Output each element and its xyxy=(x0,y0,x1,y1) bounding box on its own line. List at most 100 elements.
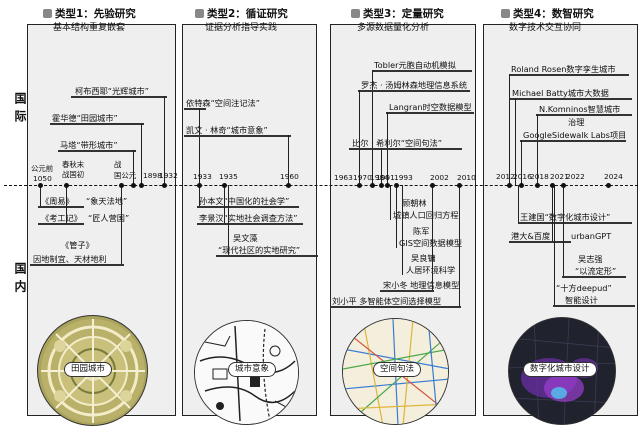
panel-2-marker-icon xyxy=(195,9,204,18)
p4-bracket-0 xyxy=(509,74,629,76)
axis-node xyxy=(507,183,512,188)
p2-dom-link-1 xyxy=(224,185,225,223)
p2-intl-0: 依特森“空间注记法” xyxy=(186,98,260,108)
p2-dom-bracket-1 xyxy=(197,223,303,225)
p4-dom-bracket-2 xyxy=(562,276,626,278)
p1-intl-1: 霍华德“田园城市” xyxy=(52,113,118,123)
p4-dom-bracket-1 xyxy=(509,241,571,243)
p1-year-5: 国公元 xyxy=(114,171,137,180)
p4-dom-0: 王建国“数字化城市设计” xyxy=(520,212,611,222)
axis-node xyxy=(64,183,69,188)
p1-link-1 xyxy=(141,123,142,185)
p3-link-3 xyxy=(381,148,382,185)
p4-bracket-2 xyxy=(536,114,632,116)
p3-bracket-1 xyxy=(358,90,470,92)
p1-link-2 xyxy=(133,150,134,185)
p4-link-3 xyxy=(521,140,522,185)
axis-node xyxy=(222,183,227,188)
axis-node xyxy=(139,183,144,188)
p3-year-6: 2010 xyxy=(457,173,476,182)
p1-dom-1: “象天法地” xyxy=(86,196,128,206)
p1-year-1: 1050 xyxy=(33,174,52,183)
p1-year-7: 1932 xyxy=(159,171,178,180)
p3-dom-bracket-0 xyxy=(380,290,434,292)
p3-bracket-2 xyxy=(386,112,474,114)
p2-dom-3: “现代社区的实地研究” xyxy=(218,245,301,255)
p2-link-0 xyxy=(199,108,200,185)
axis-node xyxy=(162,183,167,188)
p2-dom-bracket-0 xyxy=(197,206,299,208)
p1-image-caption: 田园城市 xyxy=(64,362,113,377)
p3-year-0: 1963 xyxy=(334,173,353,182)
p1-dom-2: 《考工记》 xyxy=(41,213,82,223)
panel-4-subtitle: 数字技术交互协同 xyxy=(509,23,582,33)
p3-link-0 xyxy=(372,70,373,185)
p4-year-1: 2016 xyxy=(513,172,532,181)
panel-2-subtitle: 证据分析指导实践 xyxy=(205,23,278,33)
p3-intl-0: Tobler元胞自动机模拟 xyxy=(374,60,456,70)
p4-dom-bracket-0 xyxy=(518,222,632,224)
p4-dom-link-2 xyxy=(563,185,564,276)
p3-year-5: 2002 xyxy=(430,173,449,182)
p3-dom-2: 陈军 xyxy=(413,226,430,236)
axis-node xyxy=(519,183,524,188)
p4-year-3: 2021 xyxy=(550,172,569,181)
p4-intl-0: Roland Rosen数字孪生城市 xyxy=(511,64,616,74)
p2-dom-2: 吴文藻 xyxy=(233,233,258,243)
axis-node xyxy=(385,183,390,188)
p3-dom-0: 顾朝林 xyxy=(402,198,427,208)
p3-dom-1: 城镇人口回归方程 xyxy=(393,210,459,220)
p2-year-1: 1935 xyxy=(219,172,238,181)
axis-node xyxy=(286,183,291,188)
p3-dom-6: 宋小冬 地理信息模型 xyxy=(383,280,460,290)
p1-bracket-0 xyxy=(71,96,167,98)
p4-intl-2: N.Komninos智慧城市 xyxy=(539,104,621,114)
p1-dom-0: 《周易》 xyxy=(41,196,74,206)
p2-bracket-1 xyxy=(184,135,291,137)
panel-1-marker-icon xyxy=(43,9,52,18)
p2-intl-1: 凯文 · 林奇“城市意象” xyxy=(186,125,268,135)
axis-node xyxy=(197,183,202,188)
p2-bracket-0 xyxy=(184,108,206,110)
p2-year-2: 1960 xyxy=(280,172,299,181)
p4-intl-1: Michael Batty城市大数据 xyxy=(512,88,609,98)
p1-bracket-1 xyxy=(50,123,144,125)
p2-dom-0: 孙本文“中国化的社会学” xyxy=(199,196,290,206)
p1-dom-link-1 xyxy=(66,185,67,223)
p4-link-2 xyxy=(537,114,538,185)
p2-dom-1: 李景汉“实地社会调查方法” xyxy=(199,213,298,223)
p1-dom-link-0 xyxy=(40,185,41,206)
timeline-axis xyxy=(4,185,638,186)
panel-3-subtitle: 多源数据量化分析 xyxy=(357,23,430,33)
p1-year-2: 春秋末 xyxy=(62,160,85,169)
p1-year-4: 战 xyxy=(114,160,122,169)
panel-3-marker-icon xyxy=(351,9,360,18)
p1-bracket-2 xyxy=(58,150,136,152)
axis-node xyxy=(430,183,435,188)
panel-4-title: 类型4：数智研究 xyxy=(501,6,594,21)
p3-dom-5: 人居环境科学 xyxy=(406,265,456,275)
panel-1-subtitle: 基本结构重复嵌套 xyxy=(53,23,126,33)
axis-node xyxy=(535,183,540,188)
p4-dom-link-0 xyxy=(518,185,519,222)
p4-bracket-1 xyxy=(510,98,632,100)
p3-year-2: 1984 xyxy=(370,173,389,182)
city-image-sketch-icon xyxy=(195,321,298,424)
p3-link-1 xyxy=(359,90,360,185)
p3-dom-4: 吴良镛 xyxy=(411,253,436,263)
p3-dom-7: 刘小平 多智能体空间选择模型 xyxy=(332,296,442,306)
p4-link-0 xyxy=(509,74,510,185)
p3-dom-link-1 xyxy=(396,185,397,248)
axis-node xyxy=(357,183,362,188)
p1-dom-5: 因地制宜、天材地利 xyxy=(33,254,107,264)
p2-dom-link-0 xyxy=(199,185,200,206)
axis-node xyxy=(457,183,462,188)
p4-dom-bracket-3 xyxy=(553,305,635,307)
p4-dom-link-3 xyxy=(554,185,555,305)
domestic-label: 国内 xyxy=(13,262,27,298)
p1-dom-bracket-1 xyxy=(38,223,84,225)
axis-node xyxy=(379,183,384,188)
p1-dom-bracket-2 xyxy=(30,264,124,266)
axis-node xyxy=(550,183,555,188)
